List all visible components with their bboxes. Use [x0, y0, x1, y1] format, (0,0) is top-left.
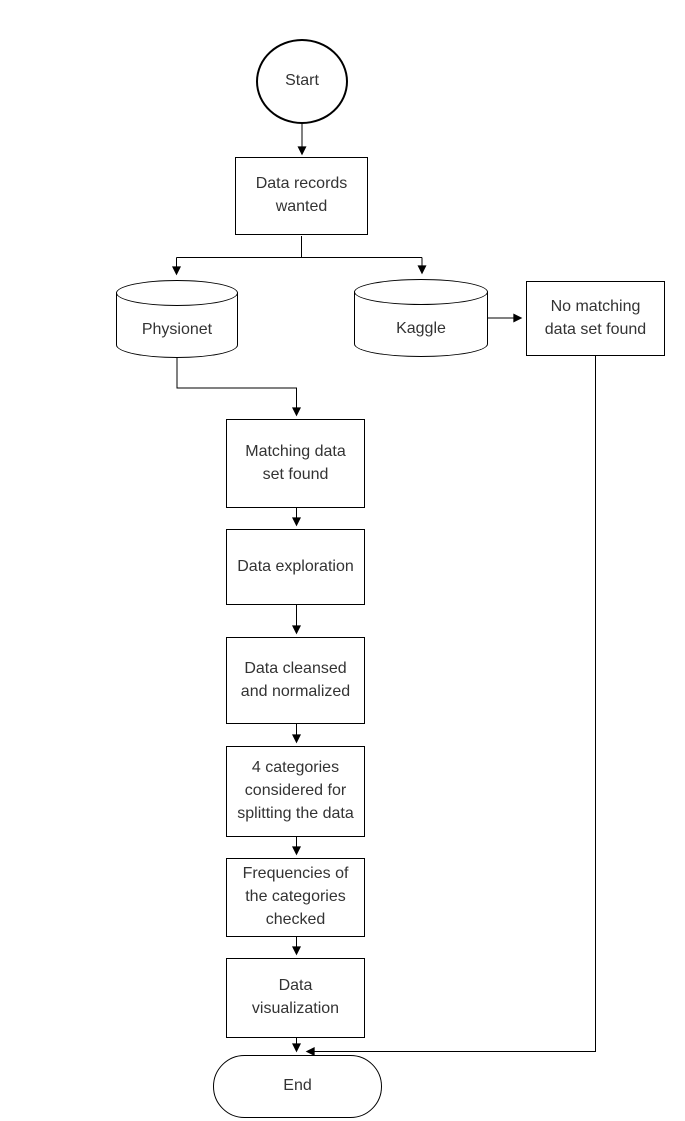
edge-no-match-to-end [305, 356, 596, 1056]
kaggle-database-node: Kaggle [354, 279, 488, 357]
edge-physionet-to-match-found [176, 358, 301, 417]
data-cleansed-and-normalized-node: Data cleansed and normalized [226, 637, 365, 724]
data-records-wanted-node: Data records wanted [235, 157, 368, 235]
data-exploration-label: Data exploration [237, 557, 354, 575]
data-visualization-node: Data visualization [226, 958, 365, 1038]
four-categories-considered-label: 4 categories considered for splitting th… [237, 759, 354, 822]
no-matching-data-set-found-node: No matching data set found [526, 281, 665, 356]
four-categories-considered-node: 4 categories considered for splitting th… [226, 746, 365, 837]
start-node: Start [256, 39, 348, 124]
frequencies-of-categories-checked-label: Frequencies of the categories checked [242, 865, 349, 928]
physionet-label: Physionet [141, 320, 213, 338]
frequencies-of-categories-checked-node: Frequencies of the categories checked [226, 858, 365, 937]
edge-branch-stem [176, 236, 422, 258]
kaggle-label: Kaggle [396, 319, 446, 337]
no-matching-data-set-found-label: No matching data set found [544, 297, 647, 338]
data-visualization-label: Data visualization [251, 977, 340, 1017]
data-cleansed-and-normalized-label: Data cleansed and normalized [240, 659, 351, 700]
matching-data-set-found-label: Matching data set found [245, 442, 346, 483]
physionet-database-node: Physionet [116, 280, 238, 358]
data-records-wanted-label: Data records wanted [255, 175, 348, 215]
end-label: End [283, 1077, 312, 1095]
matching-data-set-found-node: Matching data set found [226, 419, 365, 508]
data-exploration-node: Data exploration [226, 529, 365, 605]
end-node: End [213, 1055, 382, 1118]
cylinder-top-ellipse [116, 280, 238, 306]
cylinder-top-ellipse [354, 279, 488, 305]
start-label: Start [285, 72, 319, 90]
